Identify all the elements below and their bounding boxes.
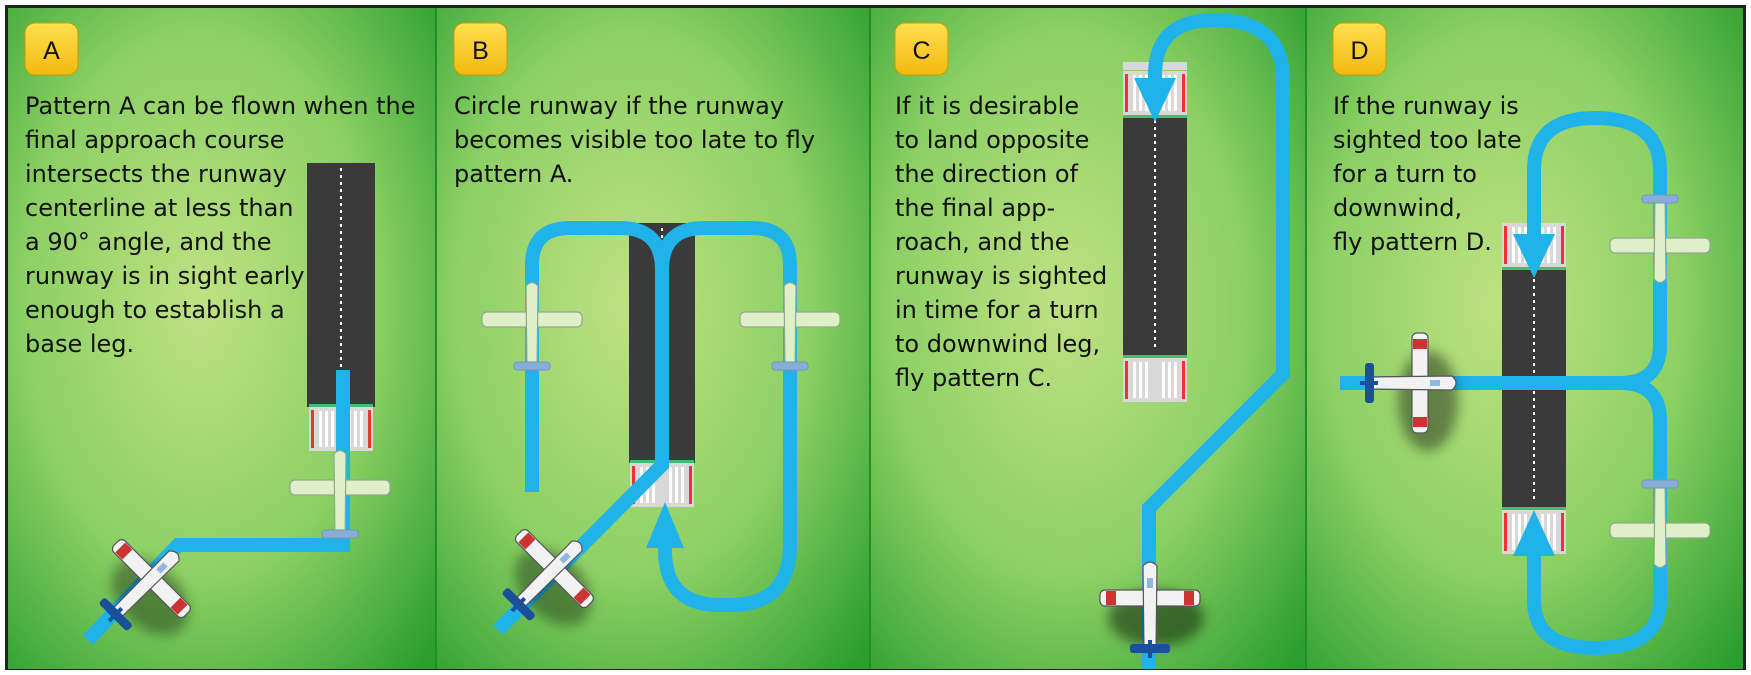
panel-label: D (1350, 37, 1368, 65)
panel-c: C If it is desirable to land opposite th… (871, 8, 1305, 669)
direction-arrow-bottom (1513, 510, 1555, 556)
panel-description: Circle runway if the runway becomes visi… (454, 92, 823, 188)
direction-arrow-top (1513, 234, 1555, 278)
airplane-approach (73, 517, 213, 657)
panel-label: C (912, 37, 930, 65)
label-badge: C (894, 22, 949, 76)
circling-path (493, 221, 797, 635)
circling-path (1340, 110, 1667, 656)
airplane-approach (476, 507, 616, 647)
airplane-final (1099, 561, 1204, 659)
circling-path (1142, 12, 1290, 669)
panel-label: B (472, 37, 489, 65)
label-badge: D (1332, 22, 1387, 76)
label-badge: A (24, 22, 79, 76)
panel-d: D If the runway is sighted too late for … (1307, 8, 1743, 669)
label-badge: B (453, 22, 508, 76)
panel-description: If the runway is sighted too late for a … (1333, 92, 1529, 256)
airplane-crossing (1359, 332, 1458, 451)
panel-a: A Pattern A can be flown when the final … (8, 8, 435, 669)
panel-label: A (43, 37, 60, 65)
panel-description: Pattern A can be flown when the final ap… (25, 92, 423, 358)
direction-arrow (646, 502, 684, 548)
panel-b: B Circle runway if the runway becomes vi… (437, 8, 869, 669)
direction-arrow (1134, 78, 1176, 122)
panel-description: If it is desirable to land opposite the … (895, 92, 1115, 392)
panel-dividers (435, 8, 1307, 669)
